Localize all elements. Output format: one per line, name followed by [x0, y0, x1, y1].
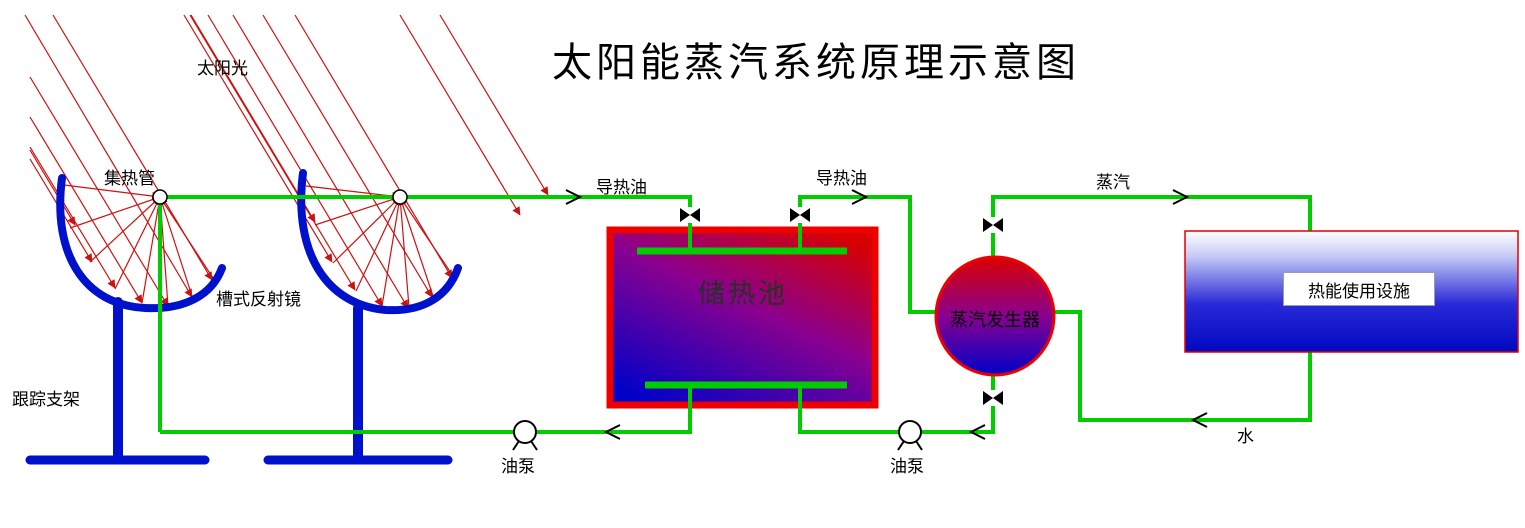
heat-facility-label: 热能使用设施 [1283, 272, 1435, 306]
flow-arrows [565, 189, 1208, 440]
tracking-mount-label: 跟踪支架 [12, 390, 80, 409]
flow-arrow-oil-right2 [851, 189, 869, 205]
oil-label-mid: 导热油 [816, 169, 867, 188]
left-reflector [56, 174, 226, 313]
oil-pump-right-label: 油泵 [890, 457, 924, 476]
oil-pump-left-symbol [512, 420, 538, 451]
support-structure [25, 169, 462, 465]
collector-tube-left [152, 189, 168, 205]
diagram-title: 太阳能蒸汽系统原理示意图 [552, 40, 1080, 86]
sunlight-label: 太阳光 [197, 59, 248, 78]
valve-steam [983, 217, 1003, 233]
flow-arrow-water [1190, 412, 1208, 428]
trough-reflector-label: 槽式反射镜 [216, 290, 301, 309]
storage-tank [606, 226, 879, 409]
oil-label-left: 导热油 [596, 178, 647, 197]
flow-arrow-oil-right1 [565, 189, 583, 205]
valves [680, 207, 1003, 406]
collector-tube-right [392, 189, 408, 205]
steam-generator [934, 255, 1056, 377]
right-reflector [297, 169, 462, 315]
pumps [512, 420, 923, 451]
oil-pump-left-label: 油泵 [501, 457, 535, 476]
flow-arrow-return-left2 [968, 424, 986, 440]
collector-tube-label: 集热管 [104, 169, 155, 188]
flow-arrow-steam [1172, 189, 1190, 205]
sun-rays [24, 14, 549, 309]
valve-tank-inlet [680, 207, 700, 223]
steam-label: 蒸汽 [1096, 173, 1130, 192]
water-label: 水 [1237, 427, 1254, 446]
pipe-water-return [1054, 310, 1312, 422]
pipe-collector-supply [158, 195, 692, 432]
storage-tank-label: 储热池 [698, 279, 788, 309]
valve-generator-drain [983, 390, 1003, 406]
oil-pump-right-symbol [897, 420, 923, 451]
steam-generator-label: 蒸汽发生器 [950, 310, 1040, 330]
pipe-collector-return [160, 385, 692, 434]
valve-tank-outlet [790, 207, 810, 223]
flow-arrow-return-left1 [603, 424, 621, 440]
